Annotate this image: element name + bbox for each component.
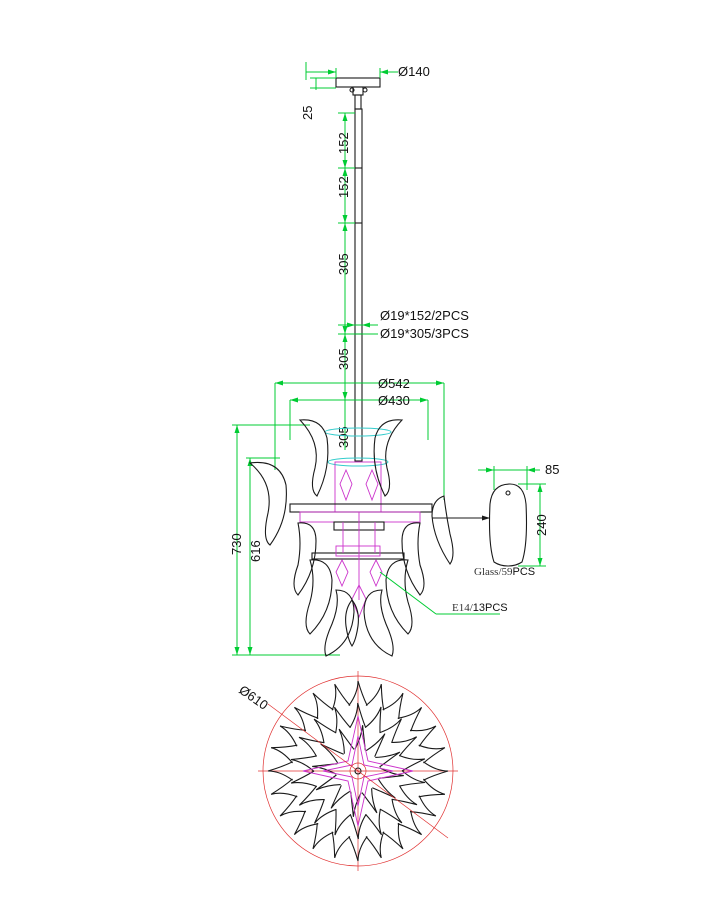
- outer-petal: [331, 831, 351, 859]
- body-height-label: 616: [248, 540, 263, 562]
- inner-petal: [320, 743, 344, 764]
- canopy-height-dimension: 25: [300, 77, 336, 120]
- bulb-callout: E14/13PCS: [379, 571, 508, 615]
- outer-petal: [348, 836, 368, 862]
- canopy-diameter-dimension: Ø140: [305, 62, 430, 80]
- bulb-count-label: E14/13PCS: [452, 602, 508, 614]
- top-view-middle-petals: [290, 702, 426, 840]
- rod-segment-dimensions: 152 152 305 305 305: [336, 112, 355, 450]
- canopy-diameter-label: Ø140: [398, 64, 430, 79]
- outer-petal: [267, 761, 293, 781]
- tier-diameter-dimensions: Ø542 Ø430: [274, 376, 445, 500]
- inner-petal: [338, 728, 355, 754]
- outer-petal: [294, 706, 319, 732]
- rod-segment-5-label: 305: [336, 426, 351, 448]
- outer-petal: [418, 778, 446, 798]
- middle-petal: [334, 809, 352, 836]
- middle-petal: [391, 736, 418, 757]
- outer-petal: [397, 707, 423, 732]
- inner-petal: [315, 774, 341, 791]
- canopy-height-label: 25: [300, 106, 315, 120]
- middle-petal: [313, 718, 337, 744]
- outer-petal: [409, 725, 437, 747]
- outer-petal: [382, 822, 404, 850]
- suspension-rod: [354, 108, 363, 462]
- inner-petal: [361, 788, 378, 814]
- inner-petal: [375, 751, 401, 768]
- glass-count-label: Glass/59PCS: [474, 566, 535, 578]
- outer-petal: [270, 744, 298, 764]
- outer-petal: [409, 795, 437, 817]
- outer-petal: [279, 725, 307, 747]
- middle-petal: [379, 798, 403, 824]
- middle-petal: [399, 770, 426, 787]
- chandelier-side-view: [248, 419, 454, 657]
- outer-petal: [293, 810, 319, 835]
- middle-petal: [349, 814, 367, 840]
- outer-petal: [312, 692, 334, 720]
- outer-petal: [365, 831, 385, 859]
- glass-callout: [432, 515, 490, 521]
- outer-petal: [331, 683, 351, 711]
- middle-petal: [391, 785, 418, 806]
- rod-spec-callouts: Ø19*152/2PCS Ø19*305/3PCS: [338, 308, 469, 341]
- middle-petal: [398, 754, 426, 772]
- middle-petal: [298, 785, 325, 806]
- middle-petal: [314, 799, 337, 824]
- outer-petal: [279, 795, 307, 817]
- outer-petal: [348, 680, 368, 706]
- top-view-diameter-dimension: Ø610: [236, 682, 449, 839]
- height-dimensions: 730 616: [229, 424, 340, 656]
- glass-piece-detail: 85 240 Glass/59PCS: [474, 462, 559, 578]
- inner-petal: [365, 733, 386, 757]
- inner-petal: [372, 778, 396, 799]
- outer-petal: [365, 683, 385, 711]
- outer-petal: [382, 692, 404, 720]
- middle-petal: [365, 808, 383, 836]
- middle-petal: [379, 718, 402, 743]
- top-view-diameter-label: Ø610: [236, 682, 271, 713]
- outer-petal: [397, 810, 422, 836]
- upper-diameter-label: Ø542: [378, 376, 410, 391]
- middle-petal: [290, 770, 318, 788]
- rod-segment-2-label: 152: [336, 176, 351, 198]
- middle-petal: [333, 706, 351, 734]
- middle-petal: [349, 702, 367, 728]
- glass-width-label: 85: [545, 462, 559, 477]
- inner-petal: [330, 785, 351, 809]
- outer-petal: [270, 778, 298, 798]
- lower-diameter-label: Ø430: [378, 393, 410, 408]
- rod-segment-3-label: 305: [336, 253, 351, 275]
- top-view-outer-petals: [267, 680, 449, 862]
- rod-spec-long-label: Ø19*305/3PCS: [380, 326, 469, 341]
- middle-petal: [298, 736, 325, 757]
- middle-petal: [364, 706, 382, 733]
- outer-petal: [418, 744, 446, 764]
- outer-petal: [423, 761, 449, 781]
- glass-height-label: 240: [534, 514, 549, 536]
- top-view: [258, 671, 458, 871]
- total-height-label: 730: [229, 533, 244, 555]
- rod-spec-short-label: Ø19*152/2PCS: [380, 308, 469, 323]
- rod-segment-4-label: 305: [336, 348, 351, 370]
- canopy: [335, 77, 381, 110]
- middle-petal: [290, 755, 317, 772]
- rod-segment-1-label: 152: [336, 132, 351, 154]
- outer-petal: [312, 822, 334, 850]
